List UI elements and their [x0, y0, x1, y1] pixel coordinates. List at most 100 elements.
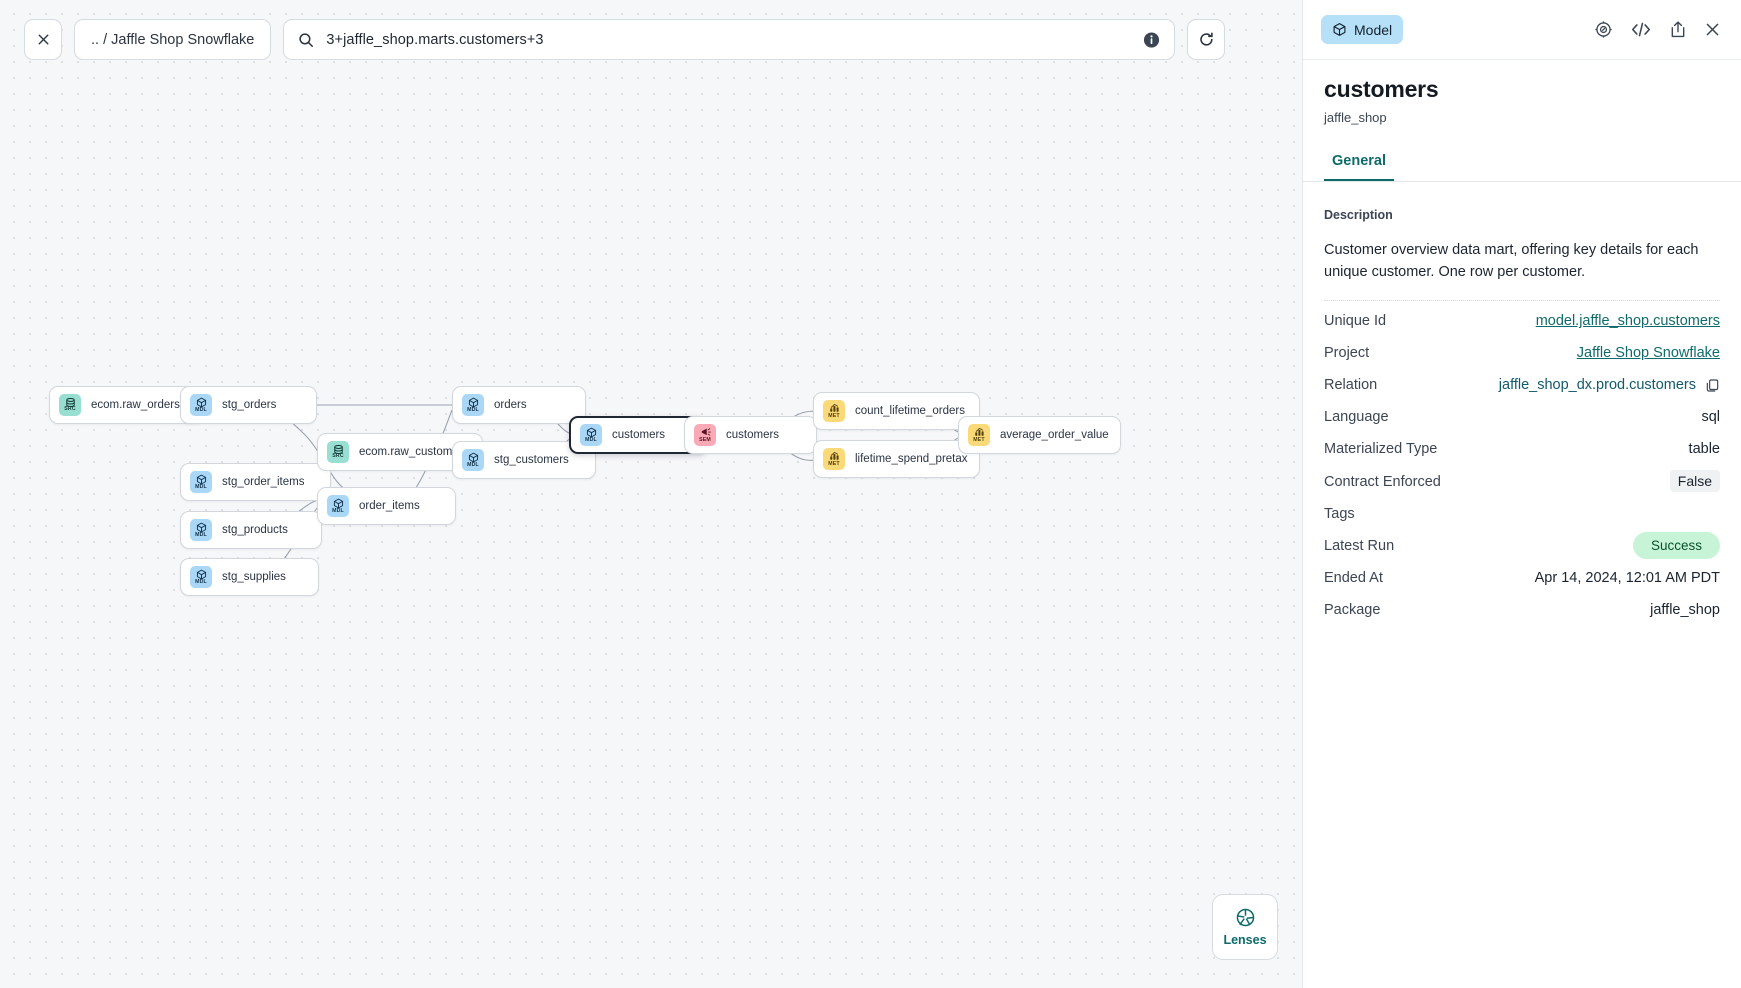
property-row: Relation jaffle_shop_dx.prod.customers	[1324, 369, 1720, 401]
lineage-node-label: stg_products	[222, 524, 288, 536]
cube-icon: MDL	[190, 519, 212, 541]
lineage-node-stg_orders[interactable]: MDL stg_orders	[180, 386, 317, 424]
tab-general[interactable]: General	[1324, 153, 1394, 181]
property-row: Package jaffle_shop	[1324, 594, 1720, 626]
description-label: Description	[1324, 208, 1393, 222]
close-icon[interactable]	[1704, 21, 1721, 38]
breadcrumb-label: .. / Jaffle Shop Snowflake	[91, 31, 255, 48]
status-badge: Success	[1632, 532, 1720, 560]
lineage-node-label: stg_orders	[222, 399, 277, 411]
lineage-node-label: stg_order_items	[222, 476, 305, 488]
metric-icon: MET	[968, 424, 990, 446]
cube-icon: MDL	[327, 495, 349, 517]
lenses-button[interactable]: Lenses	[1212, 894, 1278, 960]
panel-action-icons	[1594, 20, 1721, 39]
lineage-node-label: ecom.raw_orders	[91, 399, 180, 411]
property-value: sql	[1701, 409, 1720, 426]
breadcrumb[interactable]: .. / Jaffle Shop Snowflake	[74, 19, 272, 60]
refresh-button[interactable]	[1187, 19, 1226, 60]
cube-icon: MDL	[580, 424, 602, 446]
info-icon[interactable]	[1143, 31, 1160, 48]
panel-tabs: General	[1303, 153, 1741, 182]
metric-icon: MET	[823, 400, 845, 422]
property-value: table	[1688, 441, 1720, 458]
refresh-icon	[1200, 32, 1213, 46]
property-row: Ended At Apr 14, 2024, 12:01 AM PDT	[1324, 562, 1720, 594]
property-row: Unique Id model.jaffle_shop.customers	[1324, 305, 1720, 337]
property-key: Package	[1324, 602, 1381, 619]
property-key: Unique Id	[1324, 313, 1387, 330]
aperture-icon	[1236, 908, 1254, 927]
page-title: customers	[1324, 76, 1439, 102]
status-badge: False	[1669, 470, 1720, 493]
lineage-node-customers_sem[interactable]: SEM customers	[684, 416, 817, 454]
lineage-node-label: ecom.raw_customers	[359, 446, 469, 458]
cube-icon: MDL	[190, 471, 212, 493]
database-icon: SRC	[59, 394, 81, 416]
property-value-link[interactable]: model.jaffle_shop.customers	[1535, 313, 1720, 330]
property-key: Project	[1324, 345, 1370, 362]
model-type-badge[interactable]: Model	[1321, 15, 1404, 44]
lineage-node-avg_order_value[interactable]: MET average_order_value	[958, 416, 1121, 454]
property-value-link[interactable]: Jaffle Shop Snowflake	[1576, 345, 1720, 362]
property-key: Latest Run	[1324, 538, 1395, 555]
property-key: Tags	[1324, 506, 1355, 523]
panel-subtitle: jaffle_shop	[1324, 110, 1387, 125]
lineage-node-ecom_raw_orders[interactable]: SRC ecom.raw_orders	[49, 386, 205, 424]
property-value: Success	[1632, 532, 1720, 560]
lineage-node-label: lifetime_spend_pretax	[855, 453, 968, 465]
copy-icon[interactable]	[1705, 378, 1720, 393]
lineage-node-label: stg_supplies	[222, 571, 286, 583]
property-key: Relation	[1324, 377, 1378, 394]
lineage-node-count_lifetime[interactable]: MET count_lifetime_orders	[813, 392, 980, 430]
panel-header: customers jaffle_shop	[1303, 59, 1741, 125]
lineage-node-orders[interactable]: MDL orders	[452, 386, 586, 424]
lineage-node-label: customers	[726, 429, 780, 441]
lineage-node-label: orders	[494, 399, 527, 411]
property-value: Apr 14, 2024, 12:01 AM PDT	[1534, 570, 1720, 587]
panel-body: Description Customer overview data mart,…	[1303, 182, 1741, 988]
close-lineage-button[interactable]	[24, 19, 62, 60]
code-icon[interactable]	[1630, 20, 1652, 39]
lineage-node-stg_order_items[interactable]: MDL stg_order_items	[180, 463, 331, 501]
lineage-node-label: average_order_value	[1000, 429, 1109, 441]
divider	[1324, 300, 1720, 302]
lineage-node-lifetime_spend[interactable]: MET lifetime_spend_pretax	[813, 440, 980, 478]
metric-icon: MET	[823, 448, 845, 470]
cube-icon: MDL	[462, 449, 484, 471]
details-panel: Model custome	[1302, 0, 1741, 988]
lineage-canvas[interactable]: .. / Jaffle Shop Snowflake 3+jaffle_shop…	[0, 0, 1302, 988]
property-value: jaffle_shop	[1650, 602, 1720, 619]
cube-icon	[1333, 23, 1346, 36]
lineage-target-icon[interactable]	[1594, 20, 1613, 39]
property-key: Contract Enforced	[1324, 473, 1441, 490]
lineage-node-label: order_items	[359, 500, 420, 512]
property-row: Latest Run Success	[1324, 530, 1720, 562]
lineage-search[interactable]: 3+jaffle_shop.marts.customers+3	[283, 19, 1176, 60]
lineage-node-label: count_lifetime_orders	[855, 405, 965, 417]
property-key: Language	[1324, 409, 1389, 426]
property-row: Materialized Type table	[1324, 433, 1720, 465]
model-type-label: Model	[1354, 21, 1393, 38]
property-value-link[interactable]: jaffle_shop_dx.prod.customers	[1498, 377, 1696, 394]
search-input[interactable]: 3+jaffle_shop.marts.customers+3	[326, 31, 544, 48]
cube-icon: MDL	[190, 394, 212, 416]
canvas-toolbar: .. / Jaffle Shop Snowflake 3+jaffle_shop…	[24, 19, 1226, 60]
share-icon[interactable]	[1669, 20, 1687, 39]
close-icon	[38, 34, 48, 45]
lineage-node-stg_products[interactable]: MDL stg_products	[180, 511, 322, 549]
lineage-node-label: customers	[612, 429, 666, 441]
cube-icon: MDL	[462, 394, 484, 416]
lineage-node-order_items[interactable]: MDL order_items	[317, 487, 456, 525]
property-key: Materialized Type	[1324, 441, 1438, 458]
relation-value: jaffle_shop_dx.prod.customers	[1499, 377, 1720, 393]
semantic-icon: SEM	[694, 424, 716, 446]
lenses-label: Lenses	[1223, 933, 1267, 947]
property-key: Ended At	[1324, 570, 1383, 587]
property-row: Contract Enforced False	[1324, 465, 1720, 498]
property-row: Language sql	[1324, 401, 1720, 433]
